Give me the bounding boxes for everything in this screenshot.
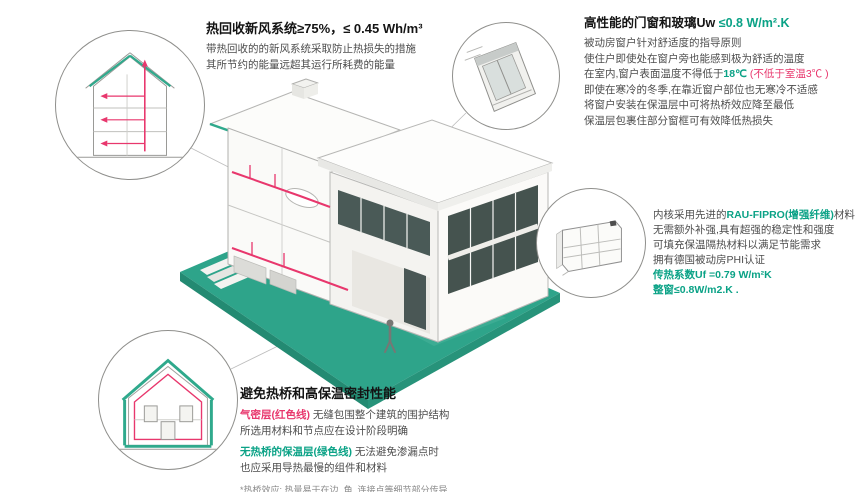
profile-line-1-tail: 材料	[833, 209, 855, 221]
profile-uf-value: 传热系数Uf =0.79 W/m²K	[653, 269, 772, 281]
windows-title-uvalue: ≤0.8 W/m².K	[718, 16, 790, 30]
airtight-layer-paragraph: 气密层(红色线) 无缝包围整个建筑的围护结构 所选用材料和节点应在设计阶段明确	[240, 408, 570, 439]
heat-recovery-title: 热回收新风系统≥75%，≤ 0.45 Wh/m³	[206, 21, 423, 36]
windows-line-1: 被动房窗户针对舒适度的指导原则	[584, 37, 742, 49]
windows-title-text: 高性能的门窗和玻璃Uw	[584, 16, 719, 30]
airtight-line-2: 所选用材料和节点应在设计阶段明确	[240, 424, 408, 437]
profile-line-1-text: 内核采用先进的	[653, 209, 727, 221]
insulation-line-1-text: 无法避免渗漏点时	[352, 446, 439, 458]
left-wing-cutaway	[209, 78, 401, 303]
frame-profile-drawing	[556, 220, 622, 276]
thermal-title: 避免热桥和高保温密封性能	[240, 386, 397, 401]
window-corner-icon	[452, 22, 560, 130]
windows-line-3-note: (不低于室温3℃ )	[746, 68, 829, 80]
insulation-layer-label: 无热桥的保温层(绿色线)	[240, 446, 352, 458]
insulation-line-1: 无热桥的保温层(绿色线) 无法避免渗漏点时	[240, 445, 570, 461]
insulation-green-line	[121, 358, 215, 402]
windows-line-2: 使住户即使处在窗户旁也能感到极为舒适的温度	[584, 52, 805, 65]
windows-line-3-text: 在室内,窗户表面温度不得低于	[584, 68, 724, 80]
airtight-layer-label: 气密层(红色线)	[240, 409, 310, 421]
thermal-envelope-drawing	[114, 358, 222, 450]
airtight-line-1: 气密层(红色线) 无缝包围整个建筑的围护结构	[240, 408, 570, 424]
right-wing	[316, 119, 554, 343]
thermal-note: 避免热桥和高保温密封性能 气密层(红色线) 无缝包围整个建筑的围护结构 所选用材…	[240, 383, 570, 492]
windows-line-4: 即使在寒冷的冬季,在靠近窗户部位也无寒冷不适感	[584, 83, 818, 96]
heat-recovery-note: 热回收新风系统≥75%，≤ 0.45 Wh/m³ 带热回收的的新风系统采取防止热…	[206, 18, 511, 73]
insulation-line-2: 也应采用导热最慢的组件和材料	[240, 461, 387, 474]
windows-line-3: 在室内,窗户表面温度不得低于18℃ (不低于室温3℃ )	[584, 67, 862, 83]
profile-uw-value: 整窗≤0.8W/m2.K .	[653, 284, 739, 296]
window-corner-drawing	[464, 41, 537, 112]
ventilation-ducts	[231, 165, 349, 291]
profile-line-4: 拥有德国被动房PHI认证	[653, 254, 766, 266]
airtight-red-line	[133, 373, 203, 441]
windows-line-5: 将窗户安装在保温层中可将热桥效应降至最低	[584, 99, 794, 111]
profile-material-name: RAU-FIPRO(增强纤维)	[726, 209, 834, 221]
ventilation-house-drawing	[75, 52, 185, 158]
ventilation-section-icon	[55, 30, 205, 180]
profile-line-3: 可填充保温隔热材料以满足节能需求	[653, 239, 821, 251]
profile-line-2: 无需额外补强,具有超强的稳定性和强度	[653, 224, 835, 236]
airtight-line-1-text: 无缝包围整个建筑的围护结构	[310, 409, 450, 421]
profile-line-1: 内核采用先进的RAU-FIPRO(增强纤维)材料	[653, 208, 865, 223]
heat-recovery-line-1: 带热回收的的新风系统采取防止热损失的措施	[206, 43, 416, 55]
profile-note: 内核采用先进的RAU-FIPRO(增强纤维)材料 无需额外补强,具有超强的稳定性…	[653, 208, 865, 298]
windows-title: 高性能的门窗和玻璃Uw ≤0.8 W/m².K	[584, 12, 862, 31]
heat-recovery-line-2: 其所节约的能量远超其运行所耗费的能量	[206, 58, 395, 71]
insulation-layer-paragraph: 无热桥的保温层(绿色线) 无法避免渗漏点时 也应采用导热最慢的组件和材料	[240, 445, 570, 476]
windows-note: 高性能的门窗和玻璃Uw ≤0.8 W/m².K 被动房窗户针对舒适度的指导原则 …	[584, 12, 862, 129]
frame-profile-icon	[536, 188, 646, 298]
person-figure	[384, 319, 396, 353]
air-flow-arrows	[100, 59, 148, 152]
thermal-envelope-icon	[98, 330, 238, 470]
windows-line-3-temp: 18℃	[723, 68, 747, 80]
windows-line-6: 保温层包裹住部分窗框可有效降低热损失	[584, 114, 773, 127]
thermal-bridge-footnote: *热桥效应: 热量易于在边, 角, 连接点等细节部分传导	[240, 485, 448, 492]
